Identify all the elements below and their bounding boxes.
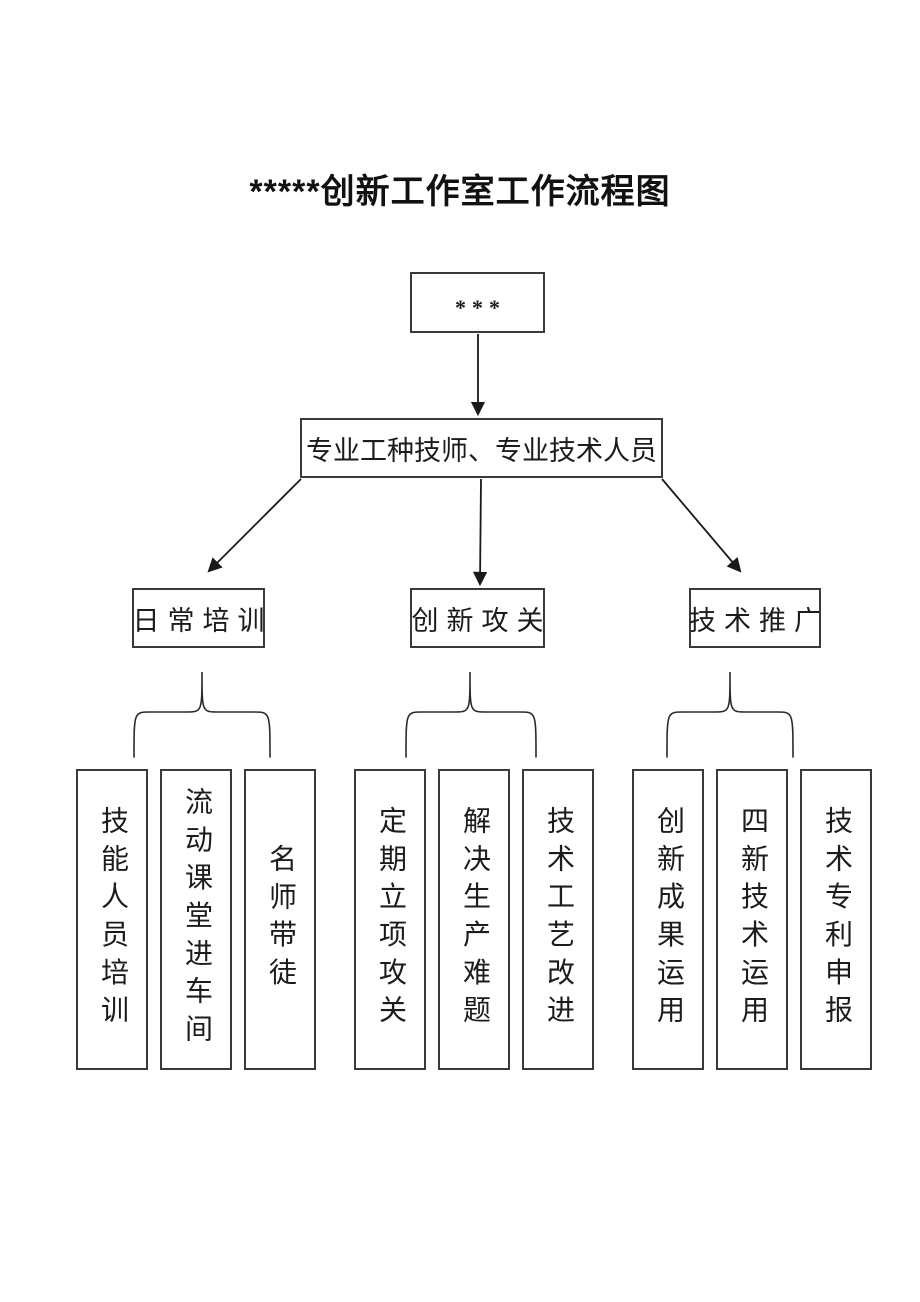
leaf-label: 四新技术运用 <box>737 806 768 1033</box>
staff-box-label: 专业工种技师、专业技术人员 <box>306 435 657 466</box>
leaf-label: 定期立项攻关 <box>375 806 406 1033</box>
leaf-label: 名师带徒 <box>265 843 296 996</box>
leaf-label: 技能人员培训 <box>97 806 128 1033</box>
branch-label: 创新攻关 <box>411 605 552 636</box>
branch-box-innovation-research: 创新攻关 <box>410 588 545 648</box>
page-title: *****创新工作室工作流程图 <box>249 173 671 211</box>
staff-box: 专业工种技师、专业技术人员 <box>300 418 663 478</box>
leaf-box-process-improvement: 技术工艺改进 <box>522 769 594 1070</box>
leaf-box-innovation-application: 创新成果运用 <box>632 769 704 1070</box>
arrow-staff-to-daily-training <box>207 478 302 573</box>
leaf-box-new-tech-application: 四新技术运用 <box>716 769 788 1070</box>
leaf-box-mobile-classroom: 流动课堂进车间 <box>160 769 232 1070</box>
leaf-label: 技术工艺改进 <box>543 806 574 1033</box>
leaf-label: 解决生产难题 <box>459 806 490 1033</box>
leaf-box-production-problems: 解决生产难题 <box>438 769 510 1070</box>
leaf-label: 创新成果运用 <box>653 806 684 1033</box>
root-box-label: *** <box>455 294 506 320</box>
brace-daily-training <box>133 671 271 758</box>
arrow-staff-to-technology-promotion <box>661 478 742 573</box>
branch-box-daily-training: 日常培训 <box>132 588 265 648</box>
leaf-box-project-research: 定期立项攻关 <box>354 769 426 1070</box>
leaf-box-patent-application: 技术专利申报 <box>800 769 872 1070</box>
leaf-box-mentor-apprentice: 名师带徒 <box>244 769 316 1070</box>
brace-innovation-research <box>405 671 537 758</box>
brace-technology-promotion <box>666 671 794 758</box>
arrow-staff-to-innovation-research <box>472 478 488 587</box>
leaf-label: 技术专利申报 <box>821 806 852 1033</box>
branch-box-technology-promotion: 技术推广 <box>689 588 821 648</box>
leaf-box-skill-training: 技能人员培训 <box>76 769 148 1070</box>
branch-label: 技术推广 <box>689 605 829 636</box>
leaf-label: 流动课堂进车间 <box>181 787 212 1052</box>
root-box: *** <box>410 272 545 333</box>
branch-label: 日常培训 <box>132 605 273 636</box>
